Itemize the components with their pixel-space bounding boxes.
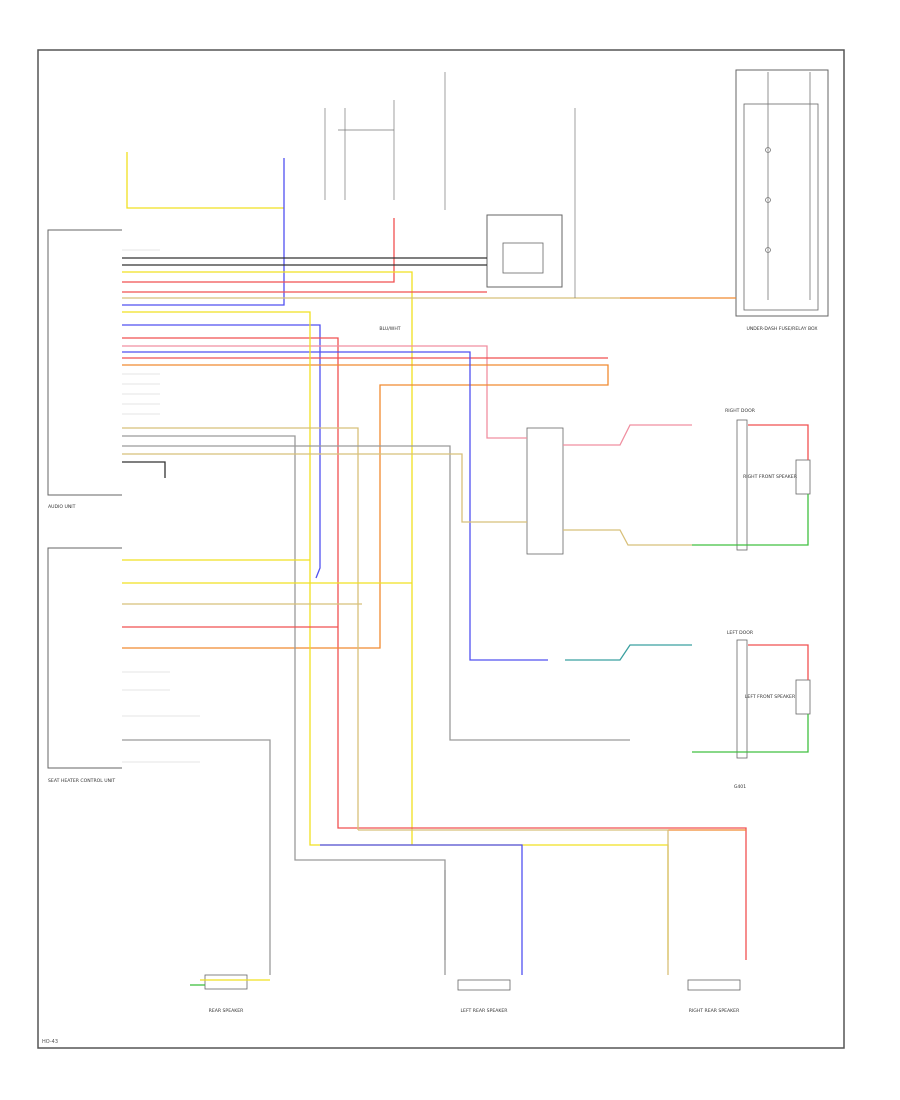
wire-red-front: [748, 424, 809, 460]
front-speaker-label: RIGHT FRONT SPEAKER: [743, 474, 798, 480]
rear-speaker-body: [795, 679, 811, 715]
rear-speaker-left-box: [204, 974, 248, 990]
relay-box-inner: [743, 103, 819, 311]
wire-tan-2: [122, 427, 359, 830]
audio-unit-bracket: [47, 229, 122, 496]
wire-gray-2: [122, 445, 630, 741]
rear-speaker-right-box: [687, 979, 741, 991]
wire-pink-front-1: [563, 424, 692, 446]
wire-yellow-1: [122, 271, 413, 845]
diagram-frame: [37, 49, 845, 1049]
wire-orange-2: [122, 364, 609, 649]
door-ground-label: G401: [734, 784, 746, 790]
front-speaker-body: [795, 459, 811, 495]
left-door-box: [736, 639, 748, 759]
top-leads: [324, 72, 576, 298]
wire-red-2: [122, 337, 747, 960]
wire-green-front: [692, 494, 809, 546]
wire-blue-2: [122, 351, 548, 661]
wire-red-feed: [122, 218, 395, 283]
wire-red-rear: [748, 644, 809, 680]
antenna-amp-box: [486, 214, 563, 288]
wire-gray-1: [122, 435, 446, 960]
front-door-label: RIGHT DOOR: [725, 408, 756, 414]
rear-door-label: LEFT DOOR: [727, 630, 754, 636]
under-dash-label: UNDER-DASH FUSE/RELAY BOX: [746, 326, 817, 332]
right-door-box: [736, 419, 748, 551]
amp-box: [526, 427, 564, 555]
wire-blue-3: [320, 844, 523, 975]
wire-gray-3: [122, 739, 271, 975]
wire-yellow-2: [122, 311, 669, 960]
wire-dark-3: [122, 461, 166, 478]
wire-tan-front-2: [563, 529, 692, 546]
rear-speaker-mid-box: [457, 979, 511, 991]
mid-wire-label: BLU/WHT: [379, 326, 400, 332]
wire-blue-1: [122, 324, 321, 579]
relay-box: [735, 69, 829, 317]
wire-blue-feed: [122, 158, 285, 306]
bottom-left-label: REAR SPEAKER: [209, 1008, 245, 1014]
wire-tan-3: [122, 453, 527, 523]
bottom-right-label: RIGHT REAR SPEAKER: [689, 1008, 740, 1014]
connector-stubs: [122, 249, 200, 763]
bottom-mid-label: LEFT REAR SPEAKER: [460, 1008, 508, 1014]
rear-speaker-label: LEFT FRONT SPEAKER: [745, 694, 796, 700]
wire-green-rear: [692, 714, 809, 753]
page-footer: HO-43: [42, 1039, 59, 1045]
left-unit-label: AUDIO UNIT: [48, 504, 76, 510]
lower-unit-label: SEAT HEATER CONTROL UNIT: [48, 778, 115, 784]
control-unit-bracket: [47, 547, 122, 769]
antenna-amp-inner: [502, 242, 544, 274]
relay-internals: [765, 72, 811, 300]
wire-pink-1: [122, 345, 527, 439]
wire-teal-rear: [565, 644, 692, 661]
wire-yellow-top: [126, 152, 284, 209]
wire-tan-bottom: [358, 829, 669, 975]
